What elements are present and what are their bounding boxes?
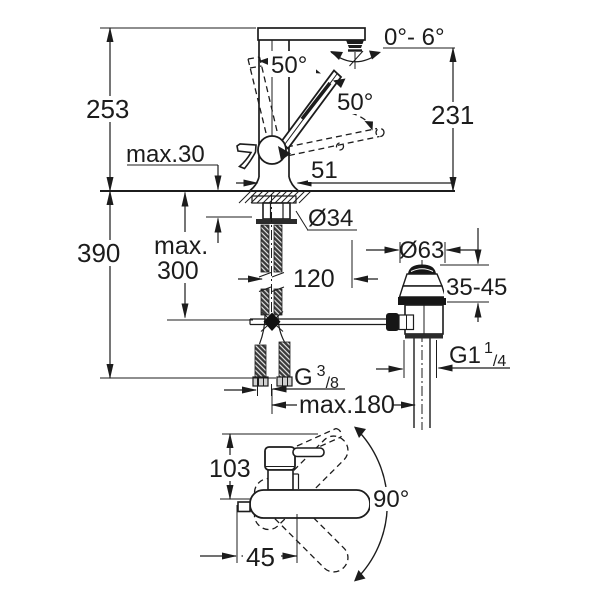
waste-flange-upper [402, 273, 444, 287]
spout-top-view [249, 489, 371, 519]
angle-arrow-lower [364, 121, 373, 131]
shank-leader [295, 210, 308, 230]
spout-swivel-down-dashed [253, 477, 349, 573]
lever-top-dashed [296, 427, 342, 456]
swivel-arrow-bottom [354, 570, 366, 582]
dim-120: 120 [293, 265, 335, 293]
rod-coupling [386, 313, 399, 331]
faucet-side-view [236, 27, 385, 192]
g38-den: /8 [326, 375, 339, 392]
lever-tilted-left-dashed [247, 56, 278, 134]
dim-390: 390 [77, 238, 120, 268]
lever-horizontal-dashed [286, 127, 385, 157]
tilt-arrow-left [330, 51, 343, 60]
pop-up-rod [249, 311, 386, 332]
dim-35-45: 35-45 [446, 274, 507, 301]
lower-washer [256, 219, 297, 224]
angle-0-6: 0°- 6° [384, 24, 445, 51]
body-base-flare [249, 176, 299, 192]
angle-50-left: 50° [271, 52, 307, 79]
angle-arrow-upper [333, 78, 346, 88]
dim-max300-line2: 300 [157, 257, 199, 285]
dim-max300-line1: max. [154, 232, 208, 260]
counter-hatching [238, 190, 312, 204]
rod-joint [263, 312, 281, 331]
g114-sup: 1 [484, 340, 493, 357]
hose-tail-right [277, 314, 286, 343]
lever-base-wedge [278, 146, 291, 161]
lever-solid [279, 69, 343, 150]
aerator [346, 40, 364, 69]
g114-main: G1 [449, 342, 481, 369]
dim-51: 51 [311, 157, 338, 184]
dim-max30: max.30 [126, 141, 205, 168]
spout-swivel-up-dashed [253, 435, 349, 531]
angle-50-right: 50° [337, 89, 373, 116]
g114-den: /4 [493, 353, 506, 370]
mounting-nut [262, 202, 291, 220]
waste-flange-lower [398, 285, 447, 298]
dim-231: 231 [431, 100, 474, 130]
pop-up-waste [386, 260, 447, 430]
rod-tab-top-view [237, 501, 251, 513]
tilt-arrow-right [369, 50, 381, 60]
lever-positions [236, 56, 385, 170]
aerator-tilt-arc [330, 50, 381, 63]
swivel-arrow-top [354, 426, 366, 438]
spout-bar [257, 27, 366, 41]
dim-o63: Ø63 [399, 237, 444, 264]
g38-sup: 3 [317, 363, 326, 380]
dimension-labels: 253 max.30 50° 50° 0°- 6° 231 51 Ø34 max… [77, 24, 507, 572]
dim-253: 253 [86, 94, 129, 124]
hose-connector-left [252, 376, 269, 387]
hose-connector-right [276, 376, 293, 387]
hose-thread-right [278, 341, 291, 378]
g38-main: G [294, 364, 313, 391]
waste-seal [398, 297, 446, 305]
dim-o34: Ø34 [308, 205, 353, 232]
angle-90: 90° [373, 486, 409, 513]
pull-rod-knob [236, 143, 257, 170]
dim-45: 45 [246, 542, 275, 572]
waste-body-bottom [405, 334, 443, 339]
lever-top-view [292, 447, 325, 458]
hose-thread-left [254, 344, 267, 378]
column-top-view [267, 469, 294, 491]
mounting-hardware [100, 190, 455, 231]
label-backgrounds [75, 51, 508, 572]
ball-joint [257, 135, 287, 165]
dim-103: 103 [209, 455, 251, 483]
dim-max180: max.180 [299, 391, 395, 419]
